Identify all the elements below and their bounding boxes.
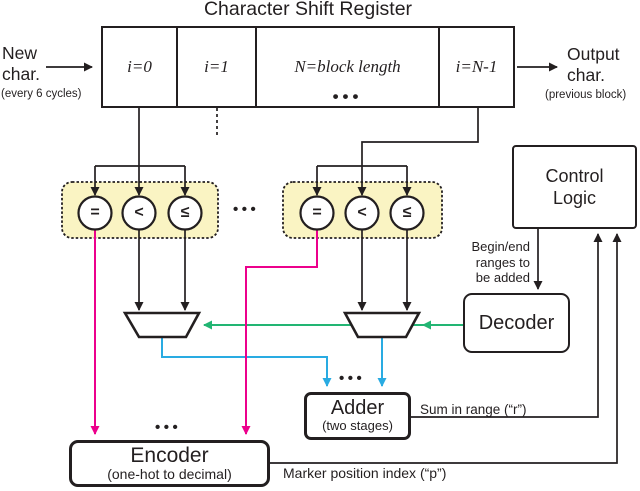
groups-ellipsis: •••	[233, 201, 260, 218]
adder-sublabel: (two stages)	[322, 418, 393, 434]
output-char-note: (previous block)	[545, 89, 627, 101]
adder-label: Adder	[330, 397, 385, 420]
adder-ellipsis: •••	[339, 370, 366, 387]
mux-1	[122, 311, 202, 339]
output-char-label: Output char.	[567, 44, 620, 85]
character-shift-register: i=0 i=1 N=block length ••• i=N-1	[101, 26, 515, 108]
begin-end-ranges-label: Begin/end ranges to be added	[471, 239, 530, 286]
decoder-label: Decoder	[478, 311, 555, 334]
register-cell-label: i=N-1	[455, 57, 498, 76]
register-ellipsis: •••	[332, 87, 363, 106]
adder-box: Adder (two stages)	[304, 392, 411, 440]
comparator-equal-1: =	[90, 204, 100, 221]
control-logic-box: Control Logic	[512, 145, 637, 229]
comparator-circles	[77, 195, 425, 231]
encoder-ellipsis: •••	[155, 419, 182, 436]
encoder-sublabel: (one-hot to decimal)	[107, 465, 232, 482]
register-cell-i1: i=1	[178, 28, 257, 106]
magenta-wires	[90, 229, 318, 435]
black-wires	[46, 62, 622, 464]
register-cell-label: N=block length	[294, 57, 401, 76]
mux-2	[342, 311, 422, 339]
encoder-label: Encoder	[130, 443, 209, 467]
register-cell-label: i=1	[204, 57, 229, 76]
comparator-equal-2: =	[312, 204, 322, 221]
new-char-label: New char.	[2, 43, 40, 84]
register-cell-label: i=0	[127, 57, 152, 76]
comparator-less-1: <	[134, 204, 144, 221]
register-cell-block: N=block length •••	[257, 28, 440, 106]
register-cell-i0: i=0	[103, 28, 178, 106]
cyan-wires	[161, 336, 387, 387]
sum-in-range-label: Sum in range (“r”)	[420, 402, 527, 417]
marker-position-label: Marker position index (“p”)	[283, 465, 447, 481]
diagram-title: Character Shift Register	[203, 0, 413, 20]
comparator-leq-2: ≤	[402, 204, 412, 221]
register-cell-iN1: i=N-1	[440, 28, 513, 106]
decoder-box: Decoder	[463, 293, 570, 353]
new-char-note: (every 6 cycles)	[1, 88, 82, 100]
comparator-less-2: <	[357, 204, 367, 221]
comparator-leq-1: ≤	[180, 204, 190, 221]
encoder-box: Encoder (one-hot to decimal)	[69, 440, 270, 487]
